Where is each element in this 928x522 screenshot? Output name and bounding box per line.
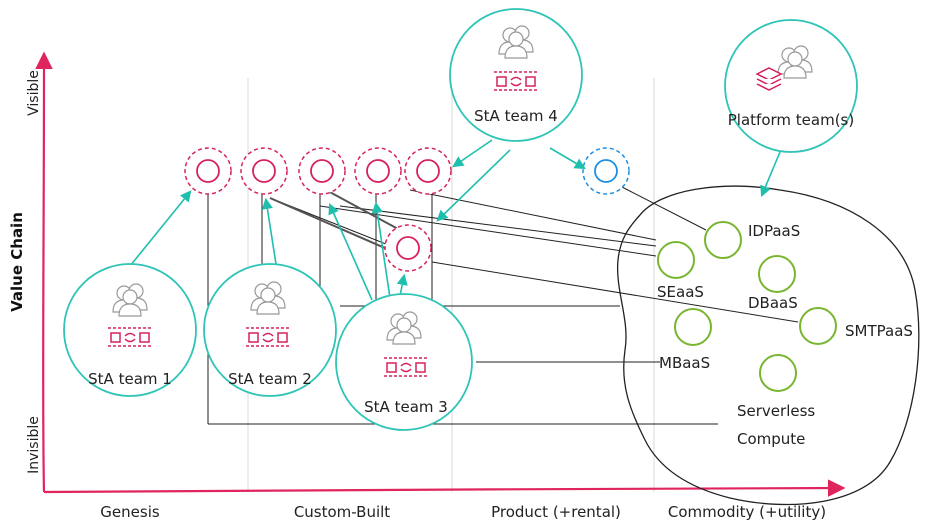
platform-cloud — [616, 185, 920, 506]
smtpaas-node — [799, 307, 837, 345]
platform-service-nodes — [657, 221, 837, 392]
dashed-ring-node — [184, 147, 232, 195]
platform-label: Platform team(s) — [728, 111, 854, 129]
x-axis-line — [43, 479, 846, 497]
serverless-label: Serverless — [737, 402, 815, 420]
dbaas-label: DBaaS — [748, 294, 798, 312]
axes — [35, 51, 846, 497]
x-stage-custom-built: Custom-Built — [294, 503, 390, 521]
seaas-node — [657, 241, 695, 279]
mbaas-node — [674, 308, 712, 346]
sta4-label: StA team 4 — [474, 107, 558, 125]
dashed-ring-nodes — [184, 147, 452, 272]
dark-connectors — [269, 189, 401, 253]
sta1-label: StA team 1 — [88, 370, 172, 388]
idpaas-node — [704, 221, 742, 259]
team-sta2: StA team 2 — [203, 263, 337, 397]
sta3-label: StA team 3 — [364, 398, 448, 416]
team-arrows — [129, 139, 781, 301]
dashed-ring-node — [384, 224, 432, 272]
compute-label: Compute — [737, 430, 805, 448]
y-axis-title: Value Chain — [8, 212, 26, 312]
serverless-node — [759, 354, 797, 392]
connector-lines — [207, 185, 799, 425]
dashed-ring-node — [240, 147, 288, 195]
sta2-label: StA team 2 — [228, 370, 312, 388]
x-stage-product: Product (+rental) — [491, 503, 621, 521]
dbaas-node — [758, 255, 796, 293]
team-sta1: StA team 1 — [63, 263, 197, 397]
dashed-ring-node — [354, 147, 402, 195]
x-stage-commodity: Commodity (+utility) — [668, 503, 826, 521]
y-axis-line — [35, 51, 53, 493]
seaas-label: SEaaS — [657, 283, 704, 301]
team-platform: Platform team(s) — [724, 19, 858, 153]
mbaas-label: MBaaS — [659, 354, 710, 372]
y-axis-top-label: Visible — [26, 70, 42, 116]
people-with-layers-icon — [755, 45, 813, 91]
x-stage-genesis: Genesis — [100, 503, 160, 521]
dashed-ring-node — [404, 147, 452, 195]
blue-dashed-node — [582, 147, 630, 195]
idpaas-label: IDPaaS — [748, 222, 800, 240]
dashed-ring-node — [298, 147, 346, 195]
smtpaas-label: SMTPaaS — [845, 322, 913, 340]
y-axis-bottom-label: Invisible — [26, 416, 42, 474]
team-sta3: StA team 3 — [335, 293, 473, 431]
team-sta4: StA team 4 — [449, 8, 583, 142]
